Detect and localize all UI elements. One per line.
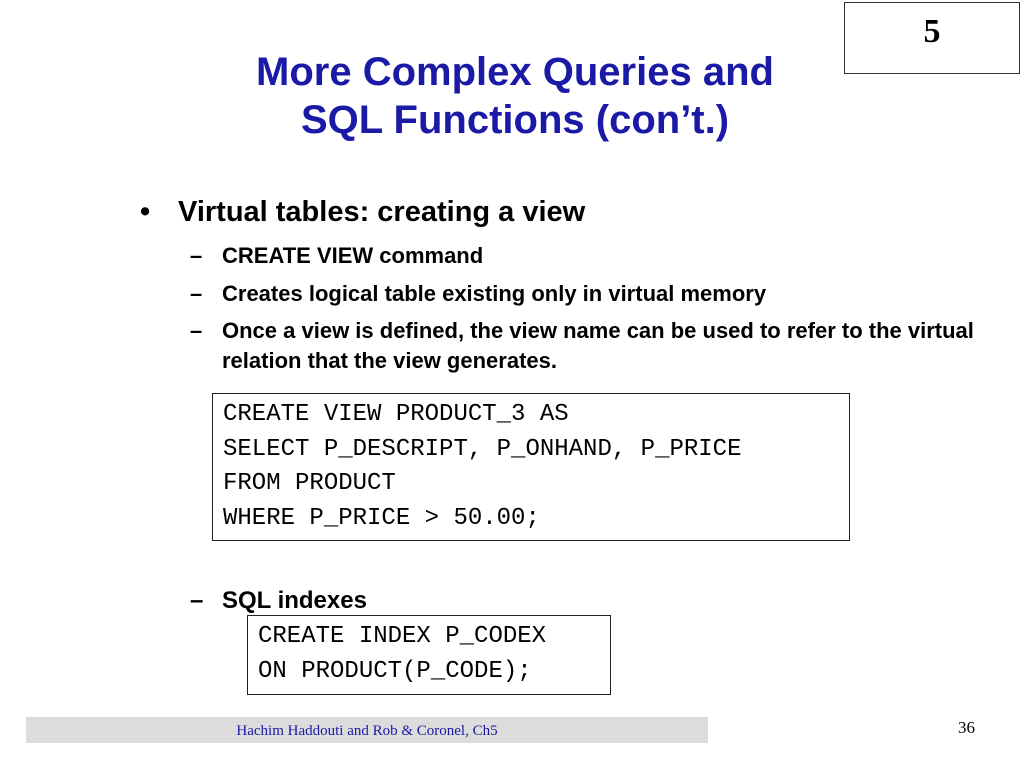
footer-credit: Hachim Haddouti and Rob & Coronel, Ch5	[236, 723, 498, 739]
bullet-item: • Virtual tables: creating a view	[140, 196, 585, 229]
title-line-2: SQL Functions (con’t.)	[300, 98, 730, 142]
code-line: CREATE VIEW PRODUCT_3 AS	[223, 401, 569, 428]
page-number: 36	[958, 718, 975, 737]
footer-bar: Hachim Haddouti and Rob & Coronel, Ch5	[26, 717, 708, 743]
code-block-create-index: CREATE INDEX P_CODEX ON PRODUCT(P_CODE);	[247, 615, 611, 695]
sub-item-text: SQL indexes	[222, 587, 367, 614]
sub-item-text: Creates logical table existing only in v…	[222, 281, 767, 306]
code-line: WHERE P_PRICE > 50.00;	[223, 504, 540, 532]
title-line-1: More Complex Queries and	[256, 50, 774, 94]
chapter-number: 5	[923, 13, 941, 50]
dash-icon: –	[190, 281, 203, 306]
bullet-text: Virtual tables: creating a view	[178, 196, 586, 228]
code-line: FROM PRODUCT	[223, 470, 396, 497]
dash-icon: –	[190, 587, 204, 614]
code-line: CREATE INDEX P_CODEX	[258, 623, 547, 650]
dash-icon: –	[190, 243, 203, 268]
code-line: SELECT P_DESCRIPT, P_ONHAND, P_PRICE	[223, 435, 742, 463]
chapter-number-box: 5	[844, 2, 1020, 74]
code-block-create-view: CREATE VIEW PRODUCT_3 AS SELECT P_DESCRI…	[212, 393, 850, 541]
bullet-icon: •	[140, 196, 151, 228]
code-line: ON PRODUCT(P_CODE);	[258, 657, 532, 685]
dash-icon: –	[190, 318, 203, 343]
slide-title: More Complex Queries and SQL Functions (…	[120, 48, 910, 144]
sub-item-text: Once a view is defined, the view name ca…	[222, 318, 974, 373]
sub-item-text: CREATE VIEW command	[222, 243, 484, 268]
